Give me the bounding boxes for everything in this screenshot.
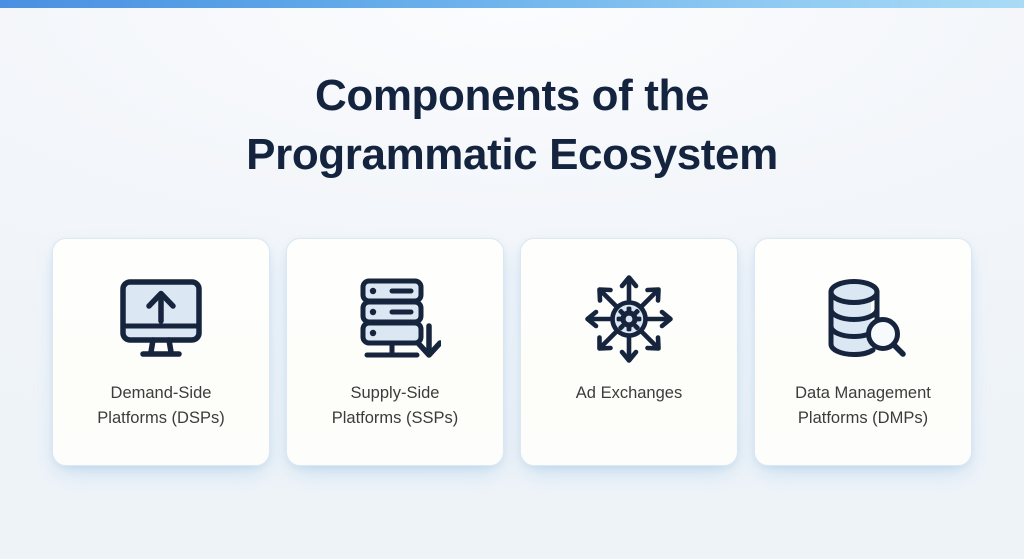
card-label-ad-exchanges: Ad Exchanges (531, 381, 727, 406)
card-label-line-2: Platforms (SSPs) (331, 409, 459, 427)
card-label-line-1: Supply-Side (350, 384, 440, 402)
server-download-icon (349, 263, 441, 375)
database-search-icon (817, 263, 909, 375)
card-label-dmp: Data Management Platforms (DMPs) (765, 381, 961, 431)
monitor-upload-icon (115, 263, 207, 375)
card-label-line-1: Demand-Side (110, 384, 212, 402)
hub-arrows-gear-icon (583, 263, 675, 375)
page-title: Components of the Programmatic Ecosystem (0, 66, 1024, 184)
title-line-2: Programmatic Ecosystem (246, 130, 778, 179)
card-label-line-2: Platforms (DMPs) (797, 409, 929, 427)
card-label-line-2: Platforms (DSPs) (97, 409, 225, 427)
top-accent-bar (0, 0, 1024, 8)
card-label-line-1: Data Management (795, 384, 931, 402)
component-card-dmp[interactable]: Data Management Platforms (DMPs) (754, 238, 972, 466)
component-card-dsp[interactable]: Demand-Side Platforms (DSPs) (52, 238, 270, 466)
component-card-row: Demand-Side Platforms (DSPs) (52, 238, 972, 466)
component-card-ad-exchanges[interactable]: Ad Exchanges (520, 238, 738, 466)
component-card-ssp[interactable]: Supply-Side Platforms (SSPs) (286, 238, 504, 466)
card-label-line-1: Ad Exchanges (575, 384, 683, 402)
title-line-1: Components of the (314, 71, 710, 120)
card-label-ssp: Supply-Side Platforms (SSPs) (297, 381, 493, 431)
card-label-dsp: Demand-Side Platforms (DSPs) (63, 381, 259, 431)
